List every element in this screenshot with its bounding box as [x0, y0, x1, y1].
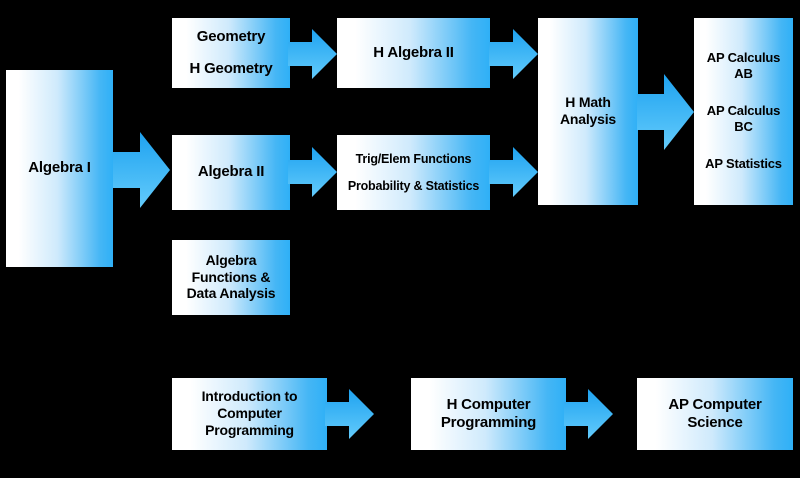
node-label: Programming [440, 413, 537, 431]
arrow-h-cs-to-ap-cs [564, 388, 614, 440]
node-label: Geometry [196, 27, 266, 45]
node-label: Probability & Statistics [347, 179, 480, 193]
node-algebra-functions-data-analysis[interactable]: Algebra Functions & Data Analysis [172, 240, 290, 315]
node-label: AP Statistics [705, 156, 782, 172]
node-geometry[interactable]: Geometry H Geometry [172, 18, 290, 88]
node-algebra-1[interactable]: Algebra I [6, 70, 113, 267]
node-label: H Computer [446, 395, 531, 413]
node-label: H Geometry [189, 59, 273, 77]
arrow-geometry-to-h-algebra2 [288, 28, 338, 80]
node-label: Introduction to [201, 388, 298, 405]
node-trig-probability[interactable]: Trig/Elem Functions Probability & Statis… [337, 135, 490, 210]
node-h-math-analysis[interactable]: H Math Analysis [538, 18, 638, 205]
node-label: Functions & [191, 268, 271, 285]
node-h-algebra-2[interactable]: H Algebra II [337, 18, 490, 88]
node-label: H Algebra II [373, 43, 454, 61]
node-label: Algebra II [197, 163, 265, 181]
node-intro-computer-programming[interactable]: Introduction to Computer Programming [172, 378, 327, 450]
arrow-intro-cs-to-h-cs [325, 388, 375, 440]
node-ap-math-courses[interactable]: AP Calculus AB AP Calculus BC AP Statist… [694, 18, 793, 205]
node-label: AB [734, 65, 753, 81]
node-label: Programming [205, 421, 294, 438]
node-label: AP Computer [668, 395, 762, 413]
node-label: Analysis [560, 111, 616, 127]
node-label: Trig/Elem Functions [355, 152, 472, 166]
node-h-computer-programming[interactable]: H Computer Programming [411, 378, 566, 450]
arrow-trig-prob-to-h-math-analysis [489, 146, 539, 198]
node-ap-computer-science[interactable]: AP Computer Science [637, 378, 793, 450]
node-label: Algebra I [28, 159, 91, 177]
node-label: AP Calculus [706, 50, 781, 66]
node-label: H Math [565, 94, 611, 111]
node-label: BC [734, 118, 753, 134]
node-label: Data Analysis [186, 285, 276, 302]
node-label: Computer [217, 405, 282, 422]
arrow-h-math-analysis-to-ap-math [637, 72, 695, 152]
arrow-algebra1-to-next [113, 130, 171, 210]
node-label: AP Calculus [706, 103, 781, 119]
arrow-h-algebra2-to-h-math-analysis [489, 28, 539, 80]
arrow-algebra2-to-trig-prob [288, 146, 338, 198]
node-algebra-2[interactable]: Algebra II [172, 135, 290, 210]
node-label: Science [687, 413, 743, 431]
node-label: Algebra [205, 251, 257, 268]
